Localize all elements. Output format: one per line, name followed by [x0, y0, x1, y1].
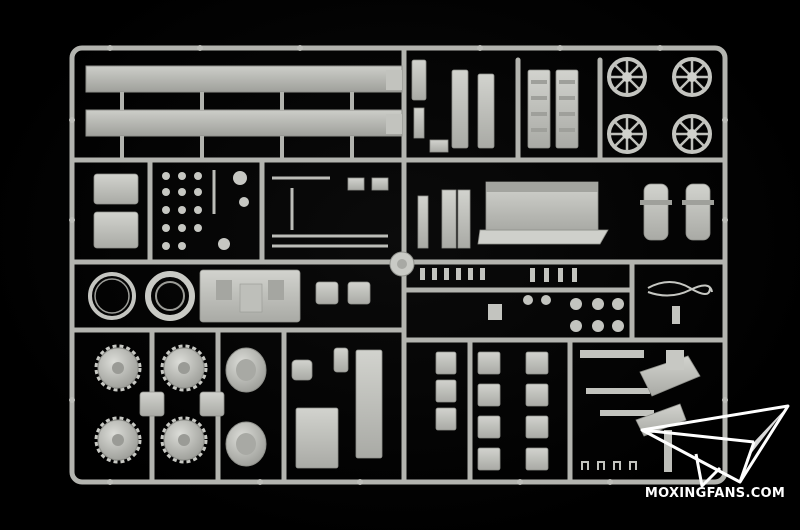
small-column-parts — [417, 189, 471, 249]
small-knob-parts — [162, 171, 249, 250]
drive-sprockets — [94, 344, 208, 464]
sprue-center-hub — [389, 251, 415, 277]
small-brackets-top — [411, 59, 495, 153]
thin-rod-parts — [212, 170, 388, 248]
suspension-arm-parts — [291, 347, 383, 469]
box-part-pair — [315, 281, 371, 305]
hatch-panel-parts — [93, 173, 139, 249]
gate-bumps — [69, 45, 728, 485]
engine-deck-part — [477, 181, 609, 245]
road-wheels — [225, 347, 267, 467]
small-parts-strip — [420, 268, 680, 332]
spoked-wheels — [607, 57, 712, 154]
tire-rings — [88, 271, 195, 321]
rear-plate-part — [199, 269, 301, 323]
jerrycan-parts — [435, 351, 549, 471]
square-plate-parts — [139, 391, 225, 417]
fuel-drum-parts — [640, 183, 714, 241]
small-box-parts — [347, 177, 389, 191]
paper-plane-logo — [640, 404, 790, 488]
track-link-parts — [527, 69, 579, 149]
watermark-text: MOXINGFANS.COM — [644, 486, 786, 501]
tow-cable-part — [647, 281, 713, 297]
fender-panels — [85, 65, 403, 160]
small-hook-parts — [581, 461, 637, 470]
